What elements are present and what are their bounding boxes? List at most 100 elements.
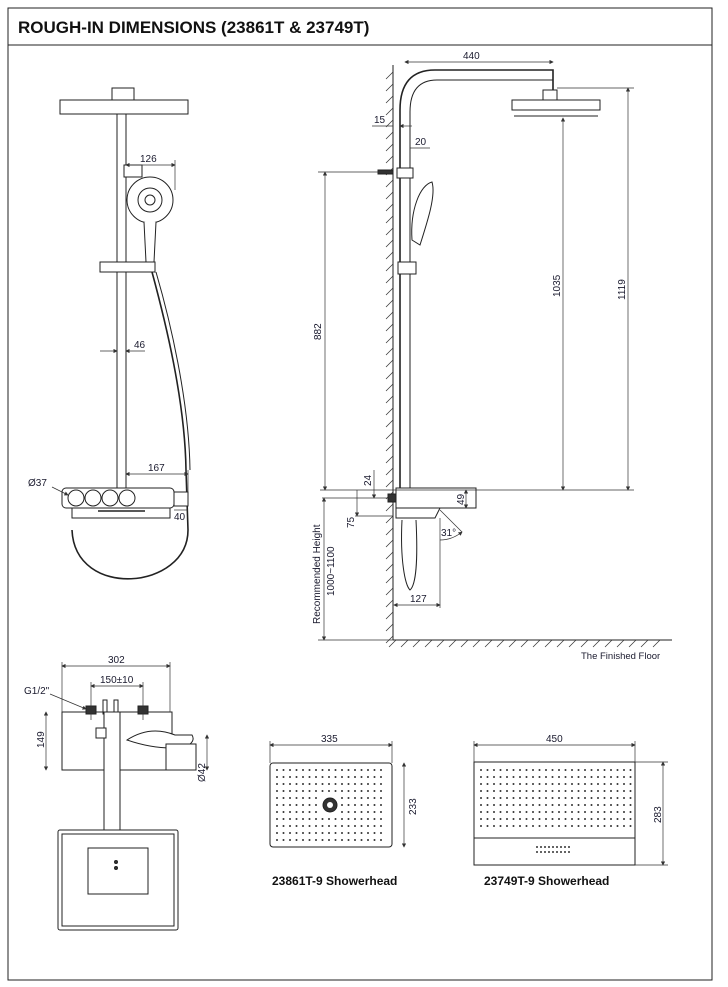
nozzle-dot: [603, 776, 606, 778]
top-view: [57, 699, 197, 931]
nozzle-dot: [354, 797, 356, 799]
nozzle-dot: [321, 776, 324, 778]
nozzle-dot: [315, 797, 317, 799]
nozzle-dot: [629, 825, 632, 827]
hatch-mark: [400, 639, 409, 648]
nozzle-dot: [512, 804, 515, 806]
nozzle-dot: [373, 783, 376, 785]
nozzle-dot: [584, 811, 586, 813]
nozzle-dot: [380, 797, 382, 799]
nozzle-dot: [282, 839, 285, 841]
nozzle-dot: [590, 804, 593, 806]
nozzle-dot: [480, 797, 482, 799]
nozzle-dot: [321, 839, 324, 841]
nozzle-dot: [597, 783, 599, 785]
nozzle-dot: [347, 804, 350, 806]
nozzle-dot: [584, 783, 586, 785]
nozzle-dot: [552, 851, 554, 853]
nozzle-dot: [544, 851, 546, 853]
nozzle-dot: [480, 825, 482, 827]
nozzle-dot: [548, 851, 550, 853]
hatch-mark: [385, 371, 394, 380]
hatch-mark: [385, 455, 394, 464]
showerhead-23861t: 335 233 23861T-9 Showerhead: [269, 734, 419, 888]
hatch-mark: [385, 155, 394, 164]
dim-440: 440: [463, 51, 480, 62]
nozzle-dot: [506, 776, 508, 778]
nozzle-dot: [341, 825, 343, 827]
nozzle-dot: [486, 825, 489, 827]
dim-15: 15: [374, 115, 386, 126]
nozzle-dot: [367, 811, 369, 813]
nozzle-dot: [571, 790, 573, 792]
nozzle-dot: [590, 818, 593, 820]
nozzle-dot: [506, 783, 508, 785]
nozzle-dot: [347, 797, 350, 799]
nozzle-dot: [276, 797, 278, 799]
dim-24: 24: [363, 474, 374, 486]
hatch-mark: [385, 467, 394, 476]
nozzle-dot: [295, 790, 298, 792]
nozzle-dot: [506, 811, 508, 813]
nozzle-dot: [276, 769, 278, 771]
nozzle-dot: [525, 783, 528, 785]
nozzle-dot: [347, 811, 350, 813]
dim-49: 49: [456, 493, 467, 505]
nozzle-dot: [525, 797, 528, 799]
nozzle-dot: [536, 851, 538, 853]
nozzle-dot: [597, 797, 599, 799]
nozzle-dot: [282, 811, 285, 813]
nozzle-dot: [603, 797, 606, 799]
nozzle-dot: [289, 825, 291, 827]
hatch-mark: [385, 395, 394, 404]
hatch-mark: [520, 639, 529, 648]
nozzle-dot: [347, 818, 350, 820]
nozzle-dot: [308, 818, 311, 820]
nozzle-dot: [540, 846, 542, 848]
nozzle-dot: [360, 811, 363, 813]
nozzle-dot: [367, 825, 369, 827]
nozzle-dot: [577, 811, 580, 813]
dim-40: 40: [174, 512, 186, 523]
nozzle-dot: [480, 790, 482, 792]
nozzle-dot: [525, 790, 528, 792]
nozzle-dot: [564, 783, 567, 785]
nozzle-dot: [308, 832, 311, 834]
hatch-mark: [385, 359, 394, 368]
nozzle-dot: [480, 776, 482, 778]
dim-126: 126: [140, 154, 157, 165]
nozzle-dot: [551, 825, 554, 827]
dim-angle-31: 31°: [441, 528, 456, 539]
nozzle-dot: [354, 804, 356, 806]
nozzle-dot: [551, 769, 554, 771]
nozzle-dot: [629, 804, 632, 806]
nozzle-dot: [334, 839, 337, 841]
nozzle-dot: [354, 825, 356, 827]
nozzle-dot: [571, 818, 573, 820]
nozzle-dot: [373, 790, 376, 792]
nozzle-dot: [616, 797, 619, 799]
nozzle-dot: [564, 825, 567, 827]
nozzle-dot: [341, 839, 343, 841]
nozzle-dot: [289, 790, 291, 792]
nozzle-dot: [480, 769, 482, 771]
nozzle-dot: [571, 776, 573, 778]
nozzle-dot: [308, 839, 311, 841]
nozzle-dot: [341, 818, 343, 820]
nozzle-dot: [486, 776, 489, 778]
nozzle-dot: [538, 797, 541, 799]
nozzle-dot: [506, 769, 508, 771]
nozzle-dot: [347, 825, 350, 827]
nozzle-dot: [360, 832, 363, 834]
nozzle-dot: [584, 790, 586, 792]
nozzle-dot: [493, 811, 495, 813]
nozzle-dot: [315, 818, 317, 820]
nozzle-dot: [493, 825, 495, 827]
nozzle-dot: [341, 769, 343, 771]
nozzle-dot: [308, 776, 311, 778]
nozzle-dot: [597, 804, 599, 806]
nozzle-dot: [532, 811, 534, 813]
nozzle-dot: [577, 825, 580, 827]
nozzle-dot: [558, 811, 560, 813]
hatch-mark: [385, 551, 394, 560]
